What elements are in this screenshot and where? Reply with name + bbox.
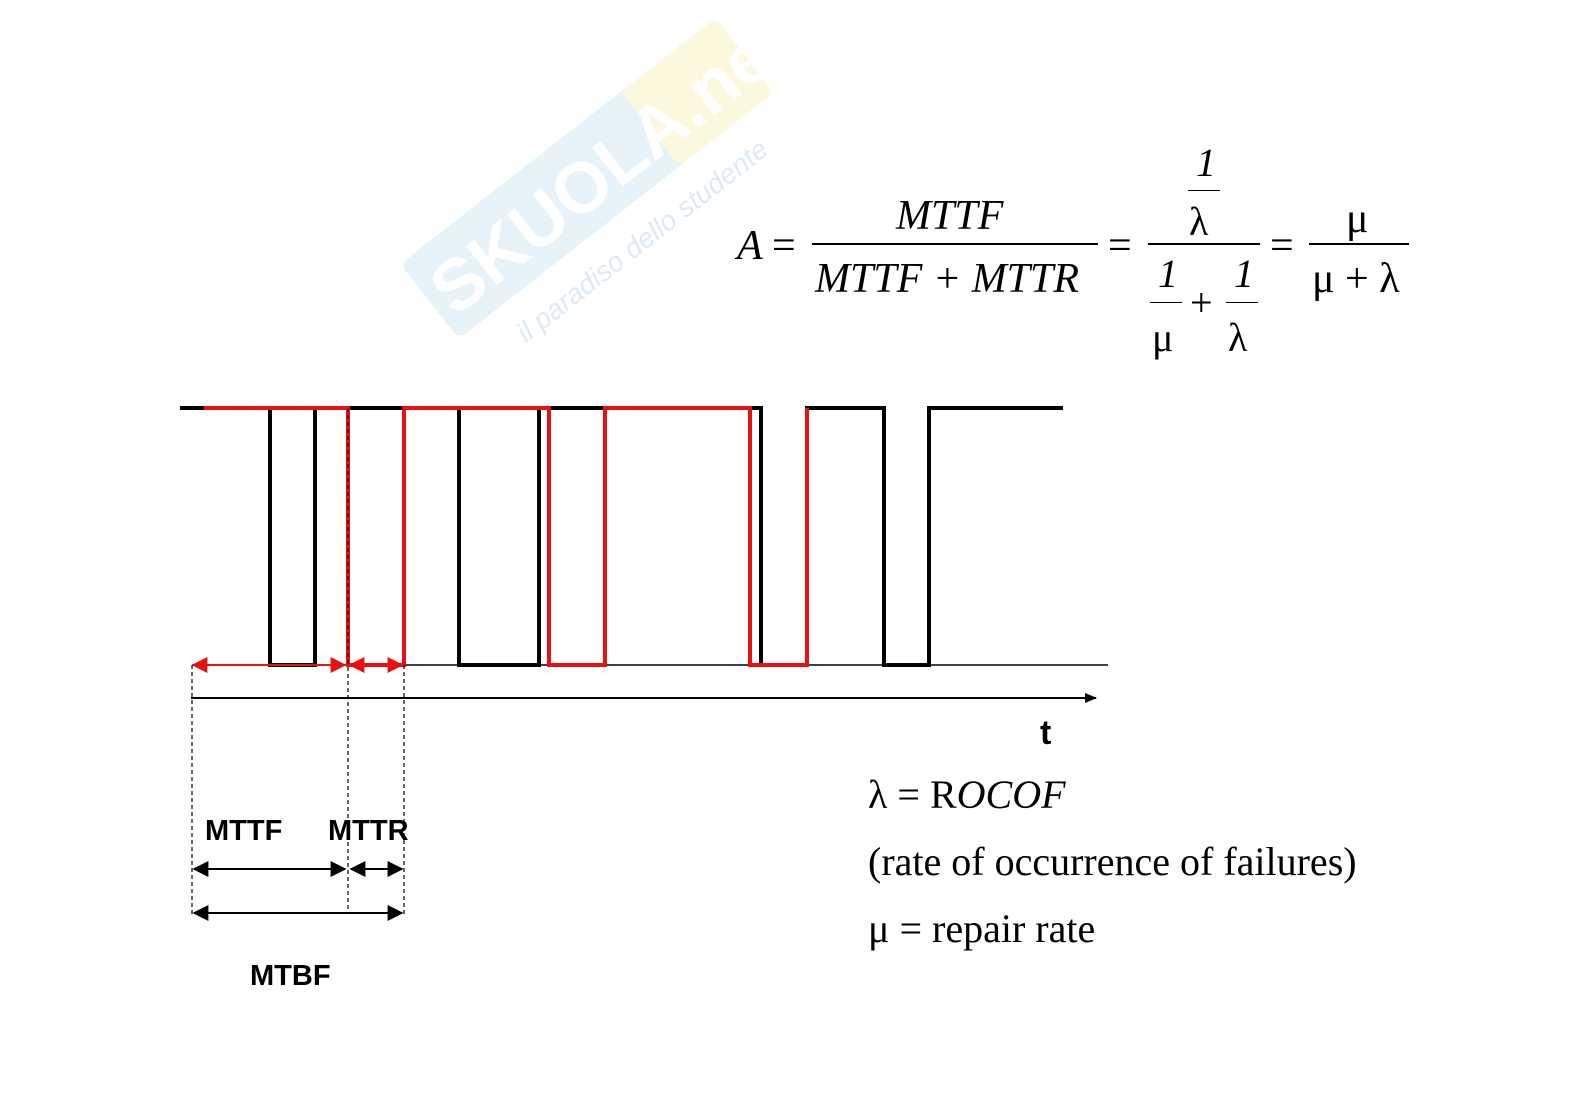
formula-frac2-den-bar-a bbox=[1150, 302, 1182, 303]
formula-frac2-den-lambda: λ bbox=[1228, 315, 1248, 360]
mttf-label: MTTF bbox=[205, 815, 282, 847]
formula-equals-2: = bbox=[1108, 223, 1132, 269]
mtbf-label: MTBF bbox=[250, 960, 331, 992]
formula-equals-3: = bbox=[1270, 223, 1294, 269]
repair-rate-definition: μ = repair rate bbox=[868, 906, 1096, 951]
rocof-explanation: (rate of occurrence of failures) bbox=[868, 839, 1357, 884]
formula-frac2-num-lambda: λ bbox=[1189, 199, 1209, 244]
formula-lhs: A bbox=[737, 223, 763, 269]
formula-equals-1: = bbox=[772, 223, 796, 269]
formula-frac2-num-one: 1 bbox=[1196, 140, 1216, 185]
formula-frac3-bar bbox=[1309, 243, 1409, 245]
rocof-rhs: OCOF bbox=[956, 772, 1066, 817]
mttr-label: MTTR bbox=[328, 815, 409, 847]
system-a-waveform bbox=[180, 406, 1063, 667]
formula-frac2-den-bar-b bbox=[1226, 302, 1258, 303]
formula-frac2-num-bar bbox=[1188, 190, 1220, 191]
formula-frac3-denominator: μ + λ bbox=[1312, 256, 1400, 302]
formula-frac2-den-plus: + bbox=[1190, 280, 1213, 325]
formula-frac2-den-one-b: 1 bbox=[1234, 251, 1254, 296]
formula-frac1-numerator: MTTF bbox=[896, 193, 1004, 239]
time-axis-label: t bbox=[1040, 714, 1051, 752]
formula-frac1-bar bbox=[812, 243, 1098, 245]
system-b-waveform bbox=[204, 406, 809, 667]
formula-frac2-den-mu: μ bbox=[1152, 315, 1174, 360]
formula-frac1-denominator: MTTF + MTTR bbox=[815, 256, 1080, 302]
formula-frac2-bar bbox=[1148, 243, 1260, 245]
rocof-definition: λ = ROCOF bbox=[868, 775, 1066, 815]
formula-frac2-den-one-a: 1 bbox=[1158, 251, 1178, 296]
formula-frac3-numerator: μ bbox=[1346, 196, 1369, 242]
rocof-lhs: λ = R bbox=[868, 772, 957, 817]
